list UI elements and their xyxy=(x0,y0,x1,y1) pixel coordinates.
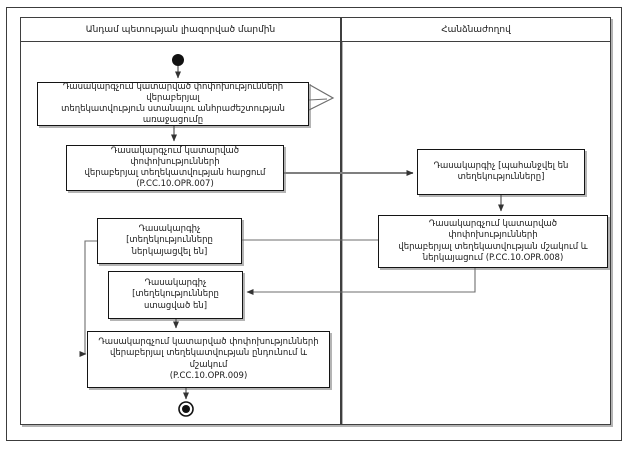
swimlane-commission-header: Հանձնաժողով xyxy=(342,18,610,42)
state-info-received: Դասակարգիչ [տեղեկությունները ստացված են] xyxy=(108,271,243,319)
state-info-submitted: Դասակարգիչ [տեղեկությունները ներկայացվել… xyxy=(97,218,242,264)
swimlane-authorized-body: Անդամ պետության լիազորված մարմին xyxy=(20,17,341,425)
state-info-requested: Դասակարգիչ [պահանջվել են տեղեկություններ… xyxy=(417,149,585,195)
swimlane-commission: Հանձնաժողով xyxy=(341,17,611,425)
activity-request-info: Դասակարգչում կատարված փոփոխությունների վ… xyxy=(66,145,284,191)
activity-process-and-submit-label: Դասակարգչում կատարված փոփոխությունների վ… xyxy=(398,219,588,263)
state-info-received-label: Դասակարգիչ [տեղեկությունները ստացված են] xyxy=(132,278,219,311)
swimlane-commission-title: Հանձնաժողով xyxy=(441,24,511,35)
activity-need-arises: Դասակարգչում կատարված փոփոխությունների վ… xyxy=(37,82,309,126)
outer-frame xyxy=(6,7,622,441)
state-info-requested-label: Դասակարգիչ [պահանջվել են տեղեկություններ… xyxy=(433,160,569,182)
state-info-submitted-label: Դասակարգիչ [տեղեկությունները ներկայացվել… xyxy=(126,224,213,257)
activity-request-info-label: Դասակարգչում կատարված փոփոխությունների վ… xyxy=(84,145,266,190)
activity-receive-and-process-label: Դասակարգչում կատարված փոփոխությունների վ… xyxy=(98,337,319,381)
activity-receive-and-process: Դասակարգչում կատարված փոփոխությունների վ… xyxy=(87,331,330,388)
swimlane-authorized-body-title: Անդամ պետության լիազորված մարմին xyxy=(85,24,276,35)
activity-process-and-submit: Դասակարգչում կատարված փոփոխությունների վ… xyxy=(378,215,608,268)
swimlane-authorized-body-header: Անդամ պետության լիազորված մարմին xyxy=(21,18,340,42)
activity-need-arises-label: Դասակարգչում կատարված փոփոխությունների վ… xyxy=(61,81,285,126)
